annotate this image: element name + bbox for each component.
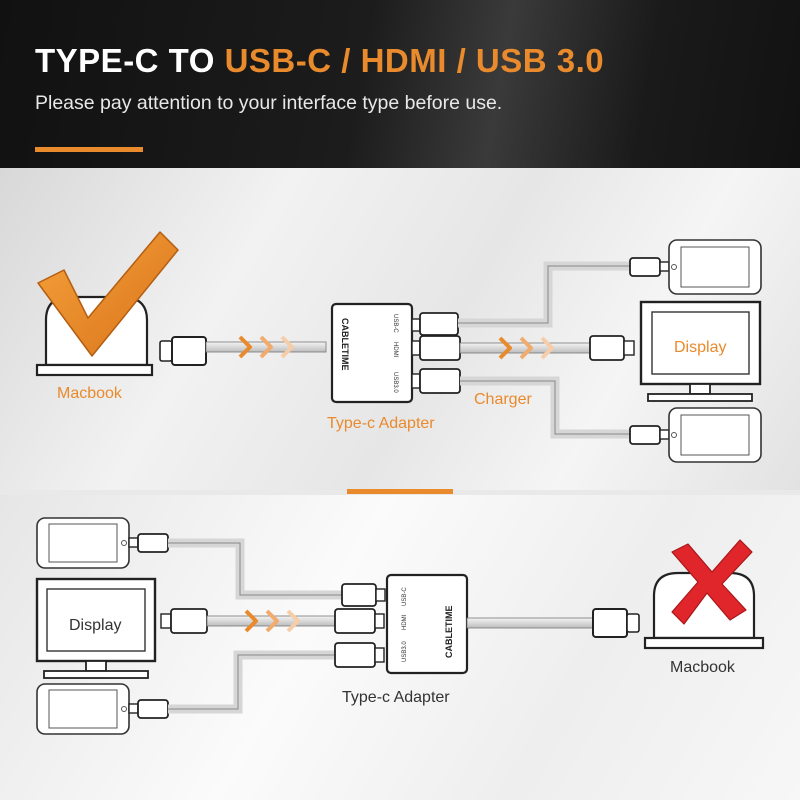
port-label-hdmi: HDMI: [392, 342, 398, 358]
usb-c-output-cable: [411, 257, 670, 336]
adapter-brand: CABLETIME: [444, 606, 454, 659]
header-banner: TYPE-C TO USB-C / HDMI / USB 3.0 Please …: [0, 0, 800, 168]
port-label-usb-c: USB-C: [392, 314, 398, 333]
title-highlight: USB-C / HDMI / USB 3.0: [224, 42, 605, 79]
adapter-icon: CABLETIME USB-C HDMI USB3.0: [330, 302, 414, 404]
title-prefix: TYPE-C TO: [35, 42, 225, 79]
arrow-icon: [498, 336, 554, 360]
section-divider: [347, 489, 453, 494]
page-title: TYPE-C TO USB-C / HDMI / USB 3.0: [35, 42, 604, 80]
arrow-icon: [238, 335, 294, 359]
usb-c-input-cable: [128, 533, 386, 607]
phone-icon: [36, 517, 130, 569]
hdmi-input-cable: [160, 608, 385, 634]
adapter-label: Type-c Adapter: [327, 415, 435, 432]
port-label-usb3: USB3.0: [392, 372, 398, 393]
adapter-label: Type-c Adapter: [342, 689, 450, 706]
display-label: Display: [69, 617, 121, 634]
cross-icon: [671, 539, 753, 625]
adapter-icon: CABLETIME USB-C HDMI USB3.0: [385, 573, 469, 675]
charger-label: Charger: [474, 391, 532, 408]
top-diagram: Macbook CABLETIME USB-C HDMI USB3.0 Type…: [35, 231, 762, 463]
subtitle: Please pay attention to your interface t…: [35, 92, 503, 114]
header-underline: [35, 147, 143, 152]
phone-icon: [668, 239, 762, 295]
port-label-usb3: USB3.0: [402, 641, 408, 662]
usb3-output-cable: [411, 368, 670, 445]
display-label: Display: [674, 339, 726, 356]
phone-icon: [668, 407, 762, 463]
type-c-cable: [466, 608, 640, 638]
monitor-icon: [639, 300, 762, 402]
monitor-icon: [35, 577, 157, 679]
check-icon: [37, 231, 179, 357]
macbook-label: Macbook: [57, 385, 123, 402]
bottom-diagram: Display: [35, 517, 765, 735]
adapter-brand: CABLETIME: [340, 318, 350, 371]
usb3-input-cable: [128, 642, 385, 719]
macbook-label: Macbook: [670, 659, 736, 676]
port-label-usb-c: USB-C: [402, 587, 408, 606]
phone-icon: [36, 683, 130, 735]
hdmi-output-cable: [411, 335, 635, 361]
arrow-icon: [244, 609, 300, 633]
port-label-hdmi: HDMI: [402, 614, 408, 630]
